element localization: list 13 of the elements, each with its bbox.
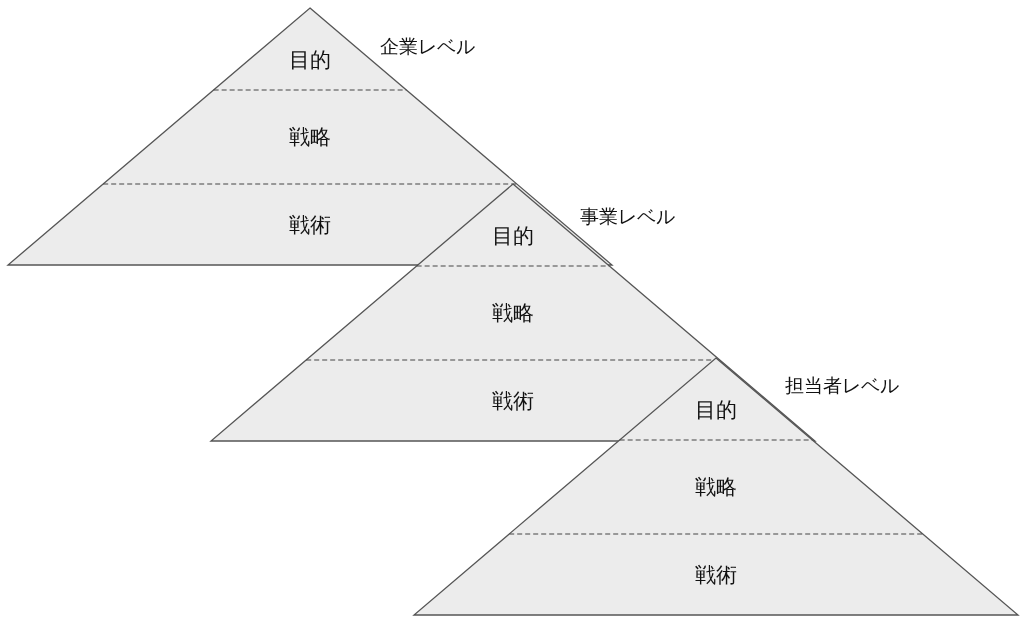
tier-label: 戦略 xyxy=(695,473,737,501)
level-label: 企業レベル xyxy=(380,34,475,59)
tier-label: 戦術 xyxy=(492,386,534,415)
tier-label: 戦略 xyxy=(289,123,331,151)
level-label: 事業レベル xyxy=(580,204,675,229)
tier-label: 戦略 xyxy=(492,299,534,327)
level-label: 担当者レベル xyxy=(785,373,899,398)
tier-label: 戦術 xyxy=(289,210,331,239)
tier-label: 目的 xyxy=(695,396,737,425)
tier-label: 目的 xyxy=(289,46,331,75)
tier-label: 戦術 xyxy=(695,560,737,589)
tier-label: 目的 xyxy=(492,222,534,251)
pyramid xyxy=(414,358,1018,615)
